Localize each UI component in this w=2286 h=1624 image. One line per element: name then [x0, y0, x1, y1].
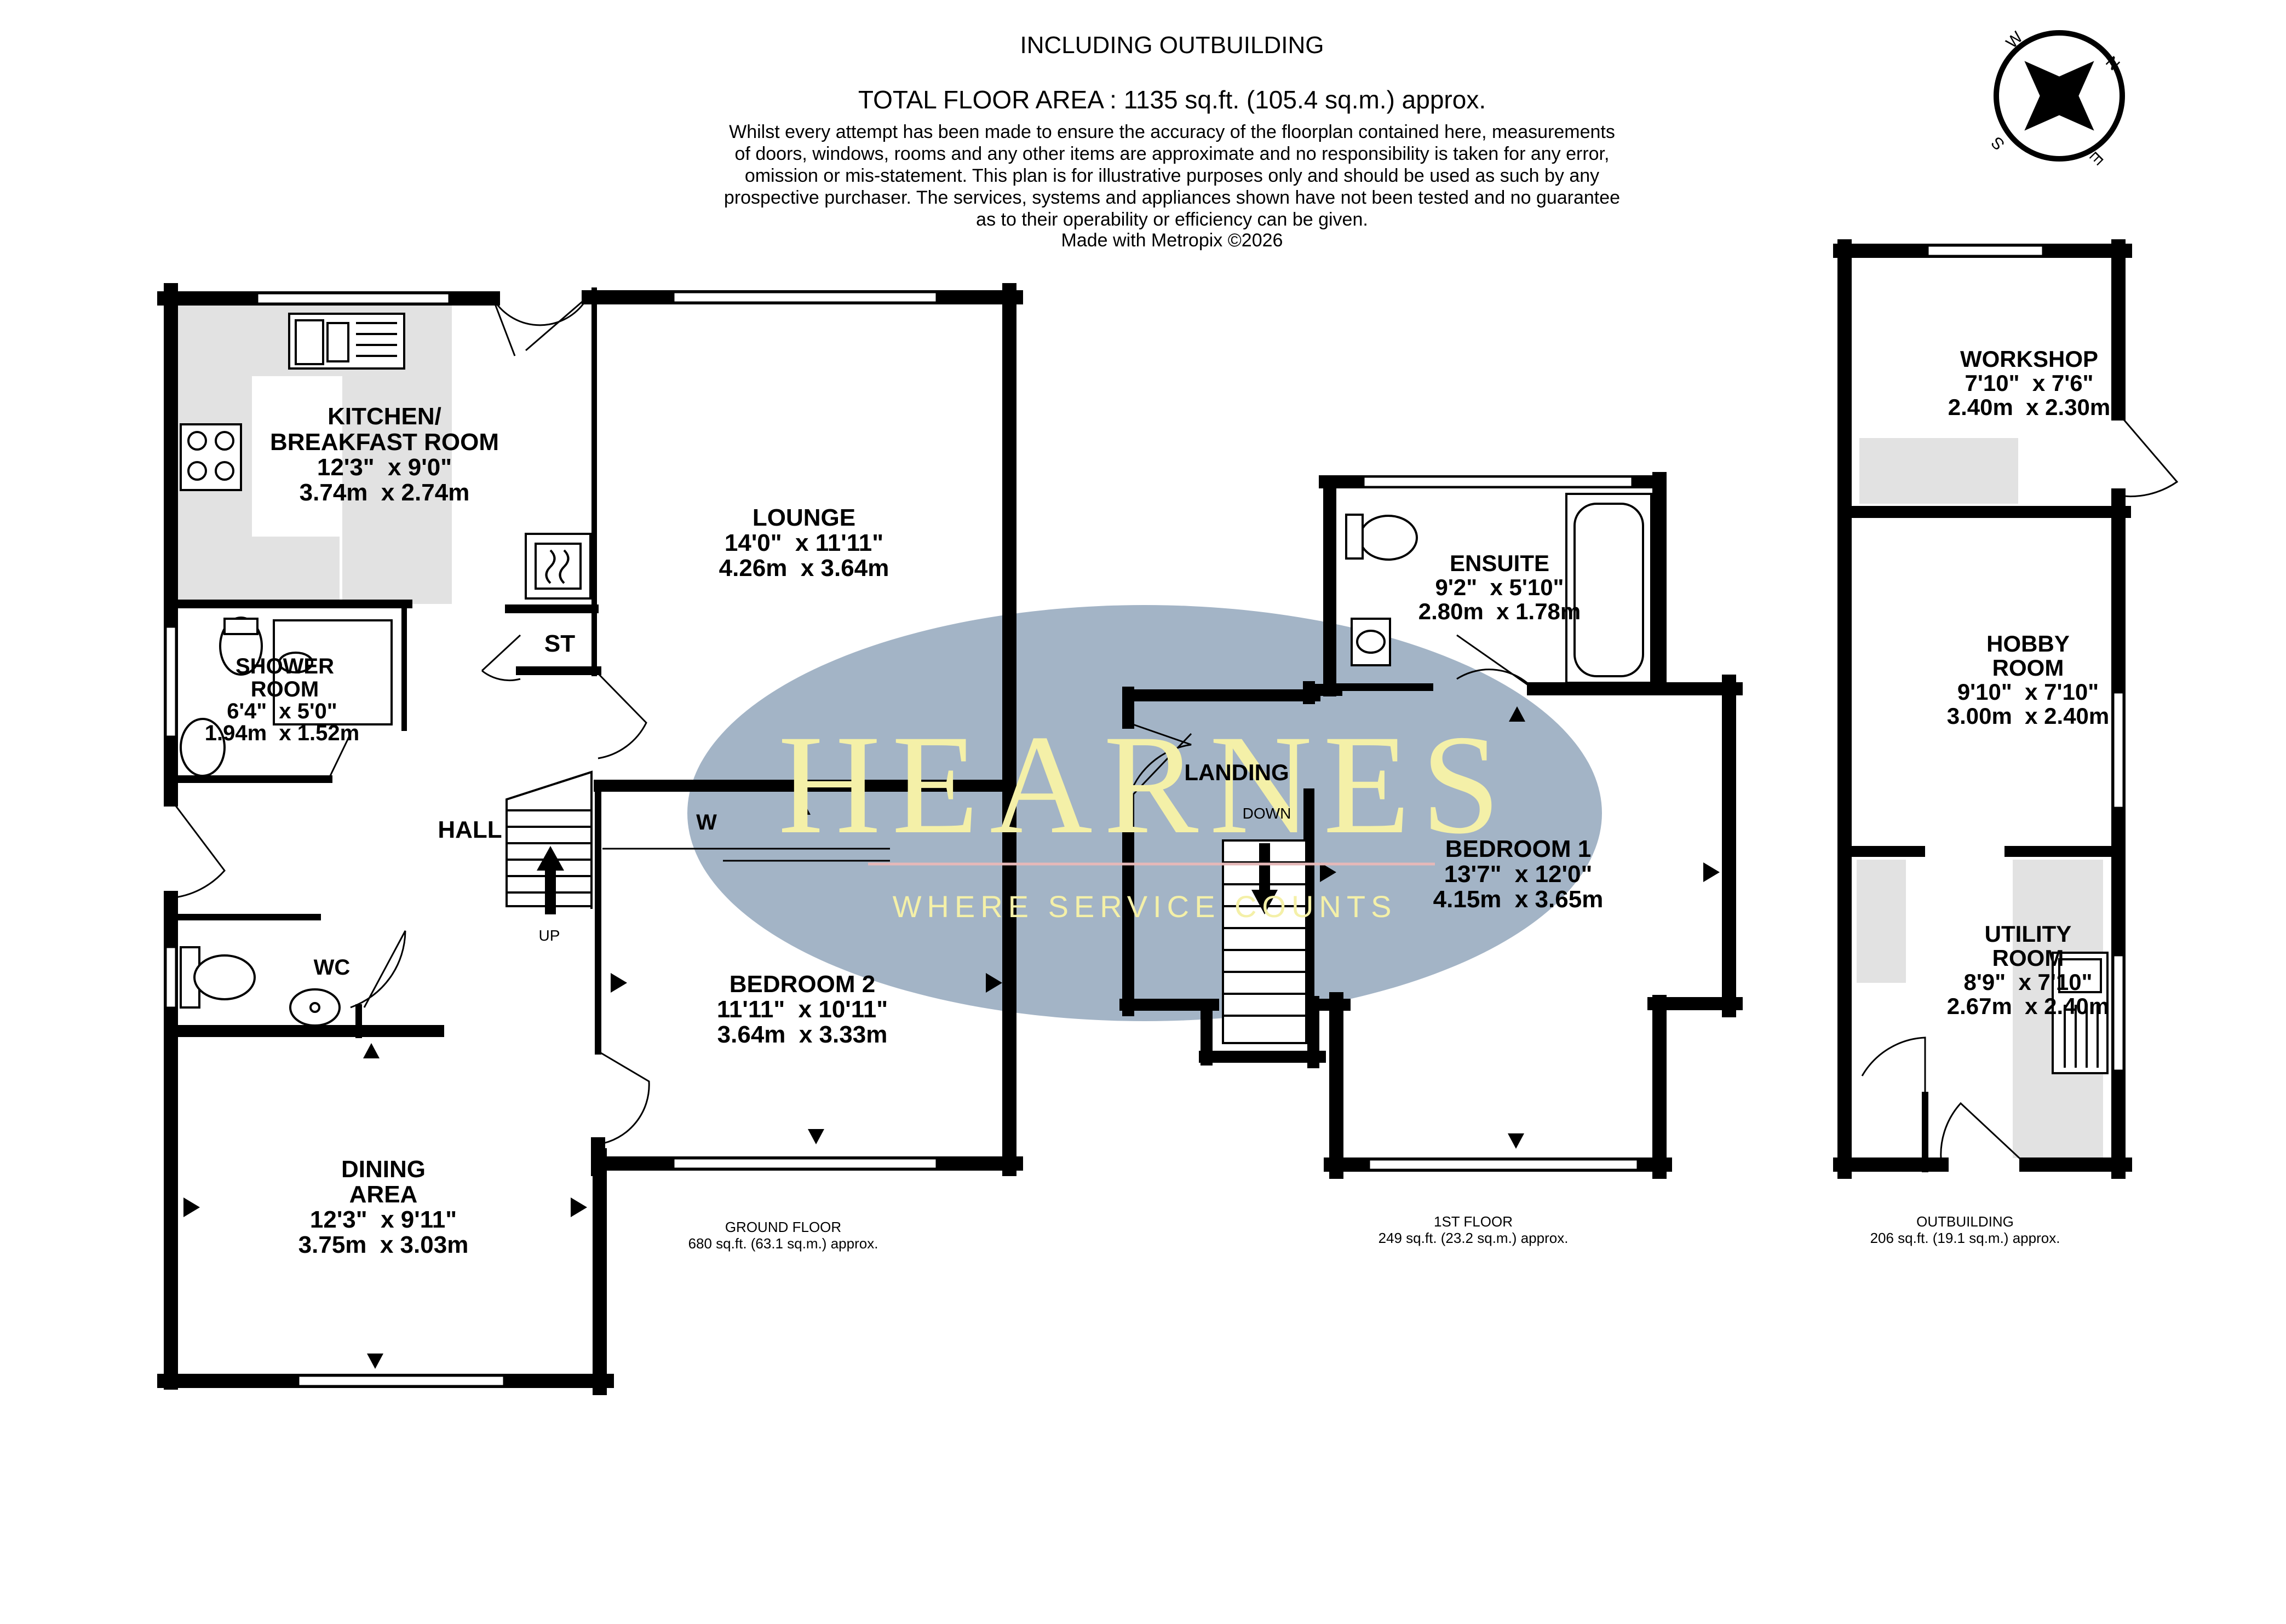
up-label: UP	[539, 927, 560, 944]
dining-imperial: 12'3" x 9'11"	[310, 1206, 457, 1233]
kitchen-name-2: BREAKFAST ROOM	[270, 429, 499, 456]
dining-name-1: DINING	[341, 1156, 426, 1183]
watermark-tagline: WHERE SERVICE COUNTS	[893, 889, 1397, 924]
hobby-imperial: 9'10" x 7'10"	[1957, 679, 2099, 705]
kitchen-imperial: 12'3" x 9'0"	[317, 454, 452, 481]
wc-label: WC	[314, 955, 351, 980]
ground-floor-doors	[170, 297, 650, 1145]
utility-name-1: UTILITY	[1985, 921, 2072, 947]
dining-metric: 3.75m x 3.03m	[298, 1231, 469, 1258]
sink-icon	[288, 313, 405, 370]
ensuite-fixtures	[1345, 493, 1652, 684]
wc-fixtures	[180, 946, 341, 1027]
header-including: INCLUDING OUTBUILDING	[1020, 32, 1324, 59]
bedroom1-name: BEDROOM 1	[1445, 836, 1591, 862]
wardrobe-lines	[602, 848, 890, 862]
landing-label: LANDING	[1184, 759, 1289, 785]
shower-name-1: SHOWER	[236, 654, 334, 678]
outbuilding-windows	[1927, 245, 2124, 1072]
outbuilding-area: 206 sq.ft. (19.1 sq.m.) approx.	[1870, 1230, 2060, 1246]
st-label: ST	[544, 630, 575, 657]
first-floor-name: 1ST FLOOR	[1434, 1213, 1513, 1230]
disclaimer-line-2: of doors, windows, rooms and any other i…	[734, 143, 1610, 164]
disclaimer-line-1: Whilst every attempt has been made to en…	[729, 122, 1615, 142]
disclaimer-line-3: omission or mis-statement. This plan is …	[744, 165, 1600, 186]
bedroom1-imperial: 13'7" x 12'0"	[1444, 861, 1593, 888]
hobby-name-1: HOBBY	[1986, 631, 2070, 656]
lounge-metric: 4.26m x 3.64m	[719, 555, 889, 581]
up-arrow-icon	[537, 846, 564, 914]
kitchen-metric: 3.74m x 2.74m	[300, 479, 470, 506]
kitchen-name-1: KITCHEN/	[328, 403, 441, 430]
hob-icon	[180, 423, 242, 491]
ensuite-metric: 2.80m x 1.78m	[1418, 598, 1581, 624]
bedroom2-imperial: 11'11" x 10'11"	[717, 996, 888, 1023]
bedroom2-metric: 3.64m x 3.33m	[717, 1021, 888, 1048]
workshop-metric: 2.40m x 2.30m	[1948, 394, 2111, 420]
first-dimension-arrows	[1320, 706, 1720, 1149]
compass-s: S	[1988, 133, 2008, 153]
ensuite-imperial: 9'2" x 5'10"	[1435, 574, 1564, 600]
shower-fixtures	[180, 617, 393, 777]
hobby-name-2: ROOM	[1992, 655, 2064, 681]
first-floor-windows	[1363, 476, 1639, 1171]
first-floor-doors	[1127, 634, 1535, 800]
ensuite-name: ENSUITE	[1450, 550, 1549, 576]
utility-sink-icon	[2052, 952, 2109, 1074]
hall-label: HALL	[438, 816, 502, 843]
first-stairs	[1222, 839, 1307, 1044]
boiler-icon	[525, 533, 591, 600]
down-arrow-icon	[1251, 843, 1278, 914]
dining-name-2: AREA	[349, 1181, 418, 1208]
utility-imperial: 8'9" x 7'10"	[1964, 969, 2093, 995]
ground-floor-area: 680 sq.ft. (63.1 sq.m.) approx.	[688, 1235, 878, 1252]
ground-stairs	[506, 770, 593, 909]
bedroom2-name: BEDROOM 2	[730, 971, 875, 998]
shower-imperial: 6'4" x 5'0"	[227, 699, 337, 723]
utility-name-2: ROOM	[1992, 945, 2064, 971]
workshop-name: WORKSHOP	[1960, 346, 2098, 372]
first-floor-area: 249 sq.ft. (23.2 sq.m.) approx.	[1379, 1230, 1569, 1246]
workshop-imperial: 7'10" x 7'6"	[1965, 370, 2094, 396]
watermark-name: HEARNES	[778, 706, 1512, 863]
shower-metric: 1.94m x 1.52m	[205, 721, 359, 745]
outbuilding-name: OUTBUILDING	[1916, 1213, 2014, 1230]
disclaimer-line-6: Made with Metropix ©2026	[1061, 230, 1283, 251]
bedroom1-metric: 4.15m x 3.65m	[1433, 886, 1604, 913]
w-label: W	[696, 810, 717, 834]
hobby-metric: 3.00m x 2.40m	[1947, 703, 2110, 729]
ground-floor-windows	[165, 291, 938, 1387]
lounge-imperial: 14'0" x 11'11"	[725, 529, 883, 556]
shower-name-2: ROOM	[251, 677, 319, 701]
lounge-name: LOUNGE	[753, 504, 855, 531]
watermark-oval	[687, 605, 1602, 1021]
compass-icon	[1994, 30, 2125, 162]
disclaimer-line-5: as to their operability or efficiency ca…	[976, 209, 1368, 230]
down-label: DOWN	[1243, 805, 1291, 822]
ground-floor-name: GROUND FLOOR	[725, 1219, 841, 1235]
outbuilding-doors	[1861, 413, 2179, 1166]
ground-dimension-arrows	[183, 799, 1002, 1369]
utility-metric: 2.67m x 2.40m	[1947, 993, 2110, 1019]
disclaimer-line-4: prospective purchaser. The services, sys…	[723, 187, 1621, 208]
header-total-area: TOTAL FLOOR AREA : 1135 sq.ft. (105.4 sq…	[858, 85, 1486, 114]
